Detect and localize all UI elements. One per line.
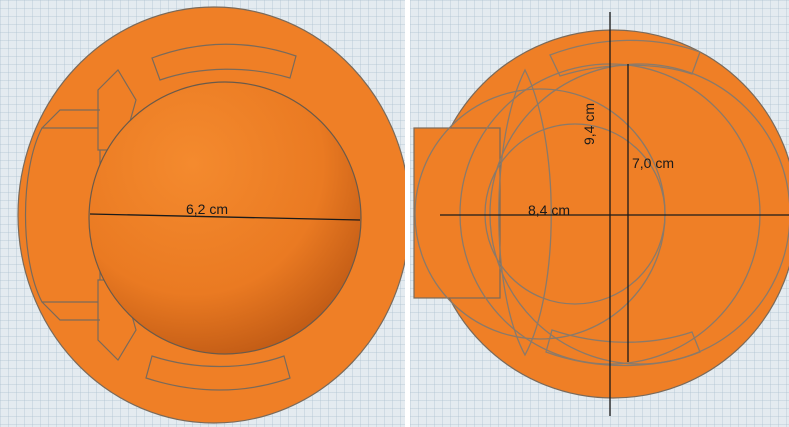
right-viewport[interactable]: 8,4 cm 9,4 cm 7,0 cm xyxy=(410,0,789,427)
left-viewport[interactable]: 6,2 cm xyxy=(0,0,405,427)
bottom-slot[interactable] xyxy=(145,355,291,391)
left-model-svg xyxy=(17,6,405,424)
height-label: 9,4 cm xyxy=(581,102,598,146)
sphere[interactable] xyxy=(88,81,362,355)
clip-notch-upper xyxy=(41,109,100,129)
wire-circle-small xyxy=(484,123,666,305)
clip-notch-lower xyxy=(41,301,100,321)
width-label: 8,4 cm xyxy=(528,202,571,218)
right-model-svg xyxy=(413,12,789,416)
wire-top-slot xyxy=(549,39,701,77)
diameter-label: 6,2 cm xyxy=(186,201,229,217)
wire-circle-inner xyxy=(489,63,789,365)
side-bumper[interactable] xyxy=(24,127,101,303)
side-tab[interactable] xyxy=(413,127,501,299)
top-slot[interactable] xyxy=(151,43,297,81)
wire-bottom-slot xyxy=(545,329,701,367)
inner-label: 7,0 cm xyxy=(632,155,675,171)
wire-lens xyxy=(498,68,552,357)
diameter-dimension-line xyxy=(89,213,361,221)
